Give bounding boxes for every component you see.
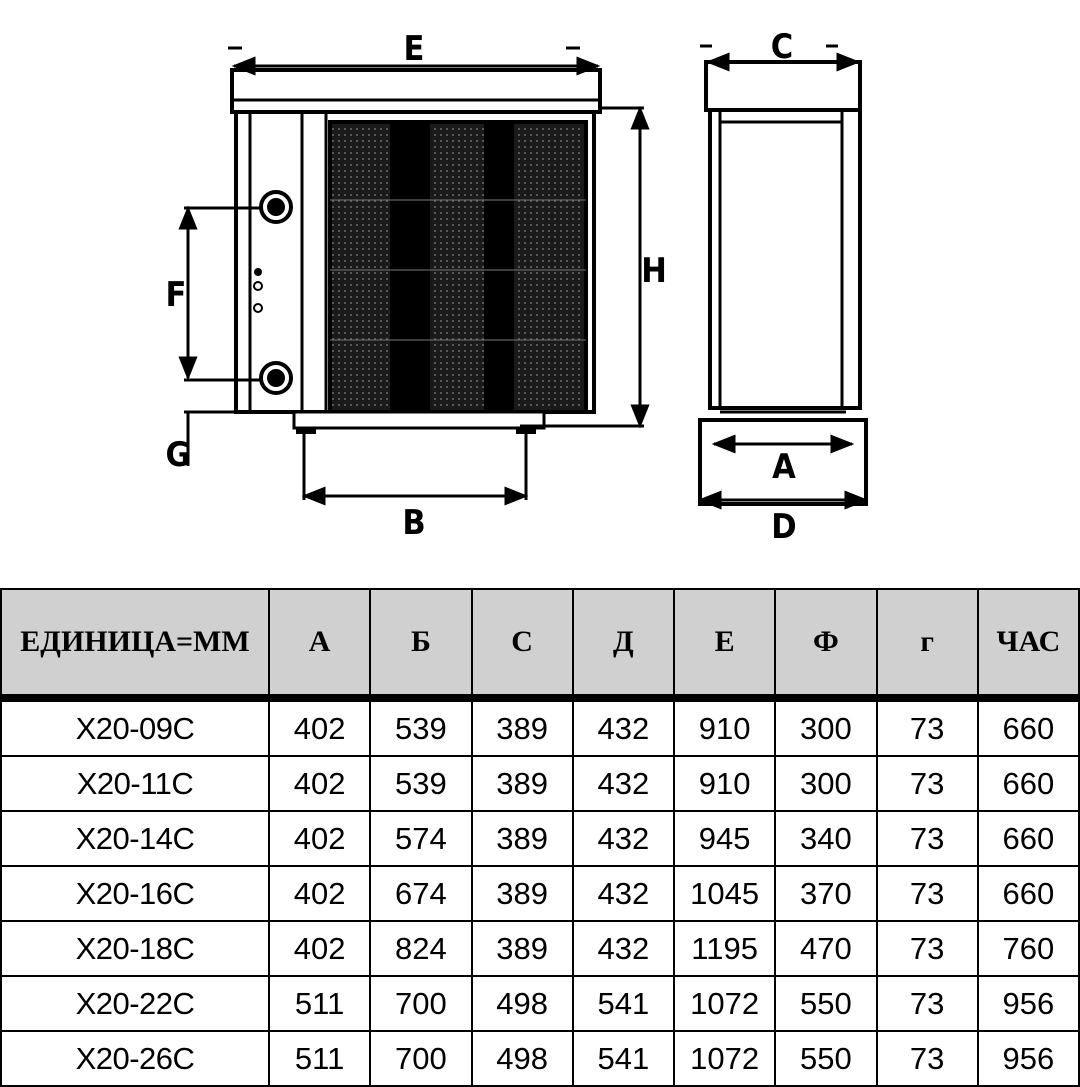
model-cell: X20-14C xyxy=(0,810,270,867)
value-cell: 1045 xyxy=(672,865,777,922)
header-unit: ЕДИНИЦА=ММ xyxy=(0,588,270,699)
value-cell: 550 xyxy=(774,975,878,1032)
value-cell: 73 xyxy=(875,1030,979,1087)
value-cell: 660 xyxy=(976,810,1080,867)
dim-label-g: G xyxy=(165,435,190,475)
header-c: С xyxy=(470,588,574,699)
table-row: X20-16C 402 674 389 432 1045 370 73 660 xyxy=(0,865,1080,922)
table-row: X20-22C 511 700 498 541 1072 550 73 956 xyxy=(0,975,1080,1032)
value-cell: 389 xyxy=(470,755,574,812)
value-cell: 73 xyxy=(875,920,979,977)
value-cell: 402 xyxy=(267,920,372,977)
value-cell: 73 xyxy=(875,865,979,922)
dim-label-h: H xyxy=(641,251,667,291)
header-f: Ф xyxy=(774,588,878,699)
value-cell: 660 xyxy=(976,755,1080,812)
value-cell: 824 xyxy=(369,920,473,977)
model-cell: X20-22C xyxy=(0,975,270,1032)
header-e: Е xyxy=(672,588,777,699)
value-cell: 660 xyxy=(976,697,1080,757)
value-cell: 300 xyxy=(774,697,878,757)
dimensions-table: ЕДИНИЦА=ММ А Б С Д Е Ф г ЧАС X20-09C 402… xyxy=(0,588,1080,1087)
value-cell: 700 xyxy=(369,975,473,1032)
value-cell: 541 xyxy=(571,1030,676,1087)
value-cell: 760 xyxy=(976,920,1080,977)
table-row: X20-26C 511 700 498 541 1072 550 73 956 xyxy=(0,1030,1080,1087)
value-cell: 389 xyxy=(470,920,574,977)
value-cell: 1072 xyxy=(672,975,777,1032)
value-cell: 402 xyxy=(267,697,372,757)
value-cell: 539 xyxy=(369,755,473,812)
value-cell: 402 xyxy=(267,755,372,812)
dimension-lines xyxy=(178,44,869,510)
water-outlet-icon xyxy=(259,361,293,395)
dim-label-c: C xyxy=(771,27,793,67)
value-cell: 389 xyxy=(470,697,574,757)
value-cell: 470 xyxy=(774,920,878,977)
value-cell: 945 xyxy=(672,810,777,867)
dim-label-b: B xyxy=(402,503,425,543)
fan-grille xyxy=(328,120,588,414)
value-cell: 1195 xyxy=(672,920,777,977)
value-cell: 910 xyxy=(672,755,777,812)
value-cell: 432 xyxy=(571,865,676,922)
dim-label-e: E xyxy=(404,29,425,69)
value-cell: 432 xyxy=(571,755,676,812)
model-cell: X20-09C xyxy=(0,697,270,757)
value-cell: 511 xyxy=(267,975,372,1032)
table-row: X20-18C 402 824 389 432 1195 470 73 760 xyxy=(0,920,1080,977)
side-view xyxy=(698,60,868,506)
value-cell: 389 xyxy=(470,865,574,922)
value-cell: 1072 xyxy=(672,1030,777,1087)
header-d: Д xyxy=(571,588,676,699)
value-cell: 432 xyxy=(571,697,676,757)
value-cell: 956 xyxy=(976,975,1080,1032)
value-cell: 73 xyxy=(875,810,979,867)
header-b: Б xyxy=(369,588,473,699)
model-cell: X20-18C xyxy=(0,920,270,977)
value-cell: 432 xyxy=(571,920,676,977)
dim-label-d: D xyxy=(771,507,796,547)
value-cell: 389 xyxy=(470,810,574,867)
value-cell: 498 xyxy=(470,975,574,1032)
table-header-row: ЕДИНИЦА=ММ А Б С Д Е Ф г ЧАС xyxy=(0,588,1080,699)
value-cell: 700 xyxy=(369,1030,473,1087)
table-row: X20-11C 402 539 389 432 910 300 73 660 xyxy=(0,755,1080,812)
dim-label-a: A xyxy=(772,447,796,487)
header-g: г xyxy=(875,588,979,699)
front-view xyxy=(230,68,602,434)
model-cell: X20-16C xyxy=(0,865,270,922)
value-cell: 660 xyxy=(976,865,1080,922)
value-cell: 340 xyxy=(774,810,878,867)
model-cell: X20-11C xyxy=(0,755,270,812)
value-cell: 73 xyxy=(875,697,979,757)
value-cell: 498 xyxy=(470,1030,574,1087)
value-cell: 956 xyxy=(976,1030,1080,1087)
header-a: А xyxy=(267,588,372,699)
dim-label-f: F xyxy=(166,275,187,315)
value-cell: 539 xyxy=(369,697,473,757)
table-row: X20-09C 402 539 389 432 910 300 73 660 xyxy=(0,697,1080,757)
value-cell: 674 xyxy=(369,865,473,922)
value-cell: 402 xyxy=(267,865,372,922)
dimension-drawing: E C H F G B A D xyxy=(165,27,869,547)
value-cell: 300 xyxy=(774,755,878,812)
value-cell: 910 xyxy=(672,697,777,757)
model-cell: X20-26C xyxy=(0,1030,270,1087)
value-cell: 402 xyxy=(267,810,372,867)
value-cell: 541 xyxy=(571,975,676,1032)
value-cell: 574 xyxy=(369,810,473,867)
value-cell: 511 xyxy=(267,1030,372,1087)
value-cell: 370 xyxy=(774,865,878,922)
value-cell: 73 xyxy=(875,975,979,1032)
table-row: X20-14C 402 574 389 432 945 340 73 660 xyxy=(0,810,1080,867)
value-cell: 73 xyxy=(875,755,979,812)
header-h: ЧАС xyxy=(976,588,1080,699)
value-cell: 432 xyxy=(571,810,676,867)
value-cell: 550 xyxy=(774,1030,878,1087)
